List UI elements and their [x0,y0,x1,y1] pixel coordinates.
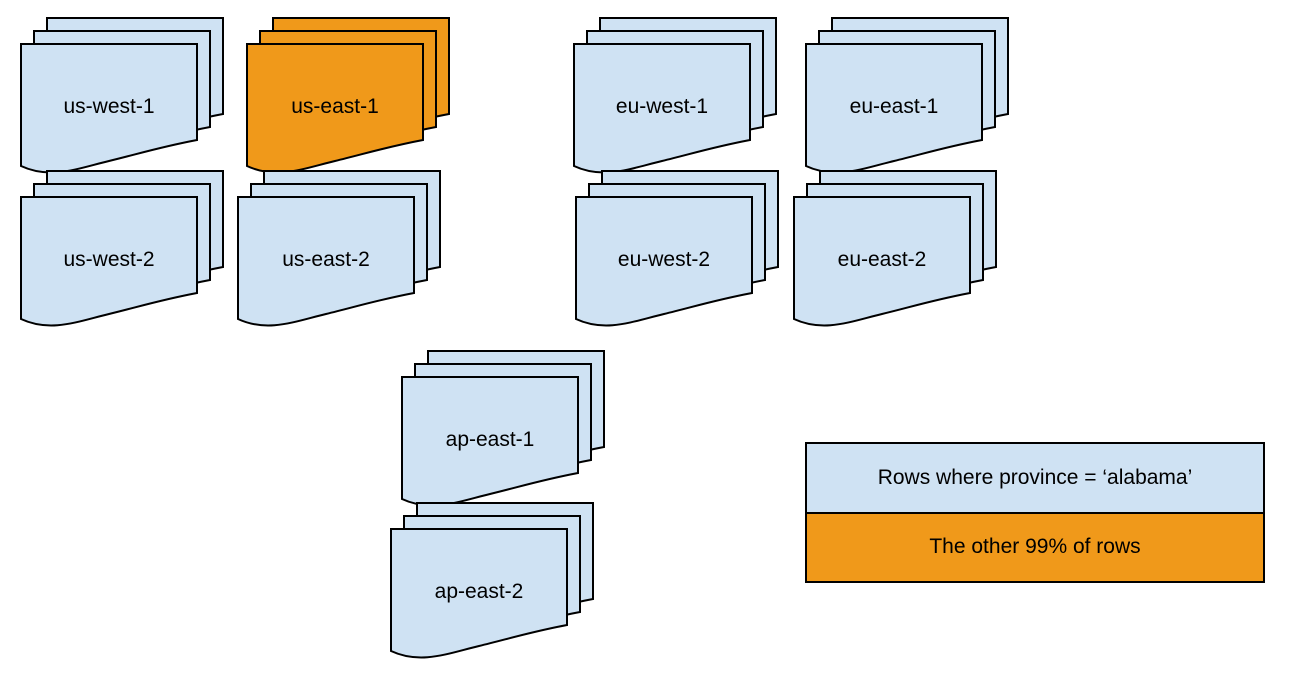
region-stack-us-east-2: us-east-2 [237,170,443,336]
region-label-eu-east-1: eu-east-1 [849,95,939,118]
document-stack-icon [805,17,1009,174]
document-stack-icon [401,350,605,507]
region-stack-eu-west-1: eu-west-1 [573,17,779,183]
legend-item-alabama-rows: Rows where province = ‘alabama’ [807,444,1263,512]
document-stack-icon [20,170,224,327]
region-label-eu-east-2: eu-east-2 [837,248,927,271]
region-stack-us-west-1: us-west-1 [20,17,226,183]
region-label-us-west-2: us-west-2 [63,248,155,271]
region-stack-ap-east-1: ap-east-1 [401,350,607,516]
legend: Rows where province = ‘alabama’ The othe… [805,442,1265,583]
document-stack-icon [575,170,779,327]
region-stack-ap-east-2: ap-east-2 [390,502,596,668]
document-stack-icon [246,17,450,174]
region-label-eu-west-1: eu-west-1 [615,95,709,118]
region-label-us-east-1: us-east-1 [291,95,379,118]
region-label-ap-east-2: ap-east-2 [434,580,524,603]
region-label-us-west-1: us-west-1 [63,95,155,118]
region-stack-us-west-2: us-west-2 [20,170,226,336]
document-stack-icon [390,502,594,659]
document-stack-icon [573,17,777,174]
region-stack-eu-east-2: eu-east-2 [793,170,999,336]
region-stack-eu-east-1: eu-east-1 [805,17,1011,183]
region-stack-us-east-1: us-east-1 [246,17,452,183]
region-stack-eu-west-2: eu-west-2 [575,170,781,336]
legend-item-other-rows: The other 99% of rows [807,511,1263,581]
region-label-eu-west-2: eu-west-2 [617,248,711,271]
region-label-us-east-2: us-east-2 [282,248,370,271]
document-stack-icon [20,17,224,174]
region-label-ap-east-1: ap-east-1 [445,428,535,451]
document-stack-icon [237,170,441,327]
document-stack-icon [793,170,997,327]
